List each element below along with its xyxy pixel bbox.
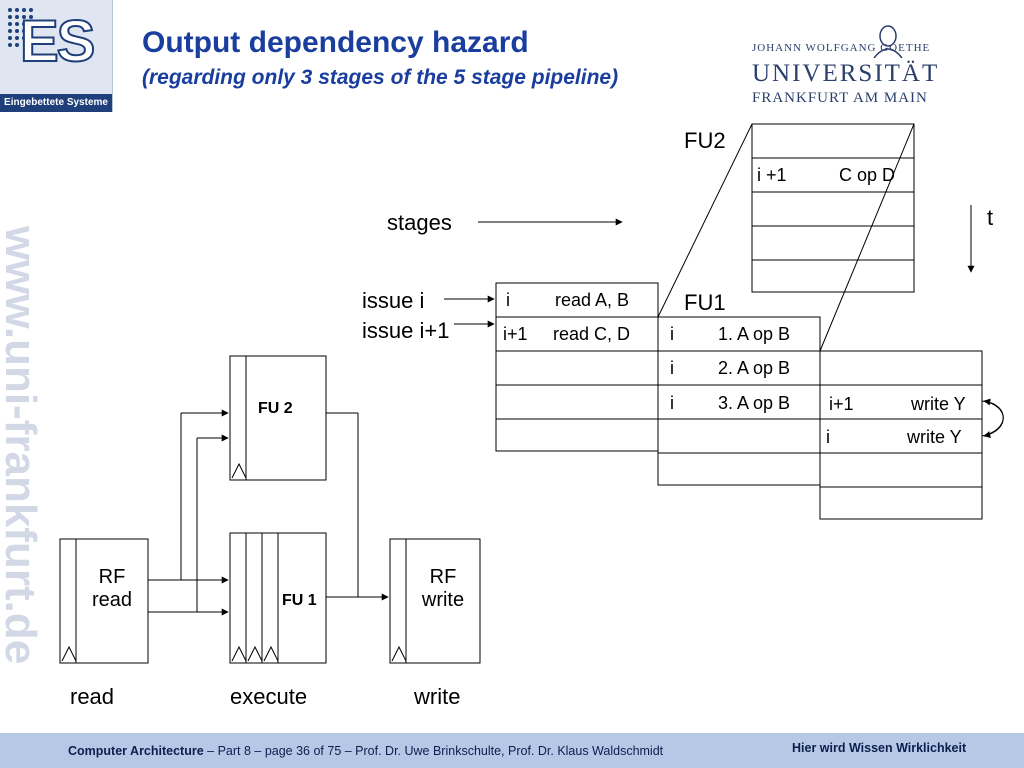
page-subtitle: (regarding only 3 stages of the 5 stage … [142, 66, 619, 89]
university-name-line1: JOHANN WOLFGANG GOETHE [752, 42, 931, 54]
fu1-row-2-op: 2. A op B [718, 358, 791, 378]
stages-label: stages [387, 210, 452, 235]
es-logo: ES Eingebettete Systeme [0, 0, 113, 112]
logo-text: ES [19, 8, 96, 75]
issue-i-label: issue i [362, 288, 425, 313]
read-row-1-op: read A, B [555, 290, 630, 310]
university-name-line3: FRANKFURT AM MAIN [752, 90, 928, 106]
logo-caption: Eingebettete Systeme [0, 94, 112, 112]
fu1-box-label: FU 1 [282, 592, 317, 609]
write-row-1-op: write Y [911, 394, 966, 414]
read-row-1-index: i [506, 290, 510, 310]
logo-dot-grid [8, 8, 33, 47]
time-label: t [987, 205, 994, 230]
stage-write-caption: write [414, 684, 461, 709]
footer-details: – Part 8 – page 36 of 75 – Prof. Dr. Uwe… [203, 744, 664, 758]
fu1-label: FU1 [684, 290, 726, 315]
footer-slogan: Hier wird Wissen Wirklichkeit [792, 741, 967, 755]
footer-course: Computer Architecture [68, 744, 204, 758]
fu1-row-1-index: i [670, 324, 674, 344]
fu2-box [229, 355, 327, 481]
goethe-portrait-icon [873, 25, 903, 58]
stage-read-caption: read [70, 684, 115, 709]
rf-read-line1: RF [98, 566, 126, 588]
university-name-line2: UNIVERSITÄT [752, 60, 940, 87]
fu2-label: FU2 [684, 128, 726, 153]
fu2-row-1-op: C op D [839, 165, 896, 185]
fu2-row-1-index: i +1 [757, 165, 787, 185]
rf-write-line1: RF [429, 566, 457, 588]
fu1-row-2-index: i [670, 358, 674, 378]
read-row-2-index: i+1 [503, 324, 528, 344]
fu2-box-label: FU 2 [258, 400, 293, 417]
page-title: Output dependency hazard [142, 26, 529, 59]
rf-write-line2: write [421, 589, 465, 611]
rf-read-box [59, 538, 149, 664]
rf-read-box-label: RF read [76, 566, 148, 612]
rf-write-box [389, 538, 481, 664]
issue-i1-label: issue i+1 [362, 318, 450, 343]
write-row-1-index: i+1 [829, 394, 854, 414]
fu2-stage-table [751, 123, 915, 293]
pipeline-diagram [59, 123, 1004, 664]
footer-bar [0, 733, 1024, 768]
write-row-2-index: i [826, 427, 830, 447]
footer-text: Computer Architecture – Part 8 – page 36… [68, 744, 663, 758]
write-stage-table [819, 350, 983, 520]
stage-execute-caption: execute [230, 684, 308, 709]
fu1-row-1-op: 1. A op B [718, 324, 791, 344]
rf-read-line2: read [91, 589, 133, 611]
rf-write-box-label: RF write [406, 566, 480, 612]
fu1-row-3-index: i [670, 393, 674, 413]
write-row-2-op: write Y [907, 427, 962, 447]
read-row-2-op: read C, D [553, 324, 631, 344]
fu1-row-3-op: 3. A op B [718, 393, 791, 413]
